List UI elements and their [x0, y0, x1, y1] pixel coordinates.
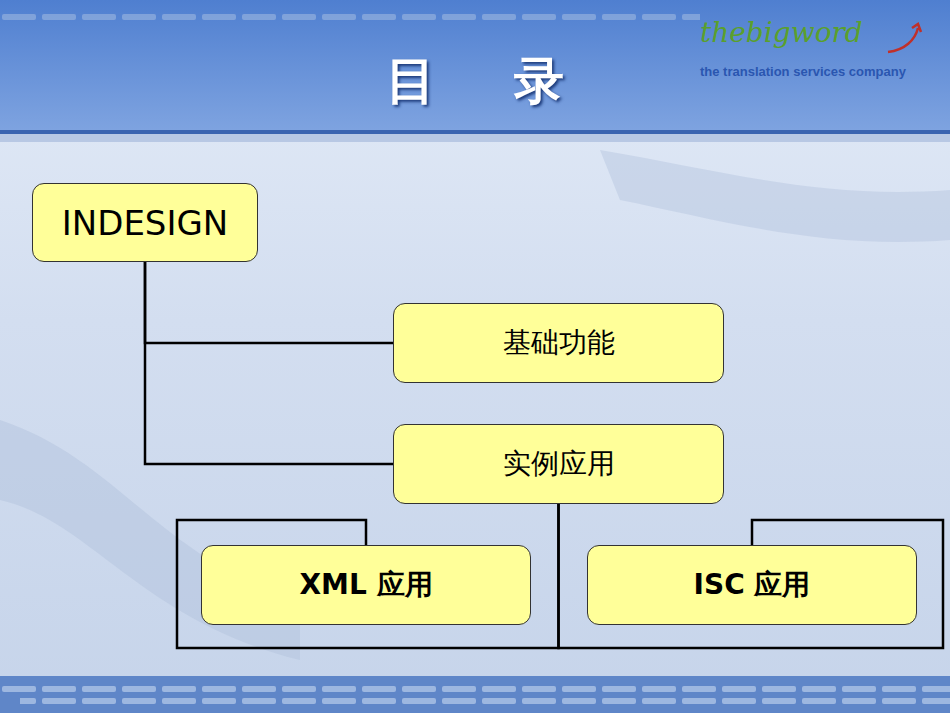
connector-line [145, 262, 393, 343]
connector-line [559, 504, 944, 648]
process-box: 实例应用 [393, 424, 724, 504]
process-box: 基础功能 [393, 303, 724, 383]
footer-dash [0, 682, 950, 694]
header-shade [0, 134, 950, 142]
connector-line [145, 262, 393, 464]
box-label: ISC 应用 [694, 566, 811, 604]
logo-wordmark: thebigword [700, 16, 863, 49]
box-label: 实例应用 [503, 445, 615, 483]
box-label: XML 应用 [299, 566, 432, 604]
slide-title: 目 录 [0, 48, 950, 115]
wall-texture [600, 150, 950, 242]
header-dash [0, 14, 700, 26]
process-box: XML 应用 [201, 545, 531, 625]
footer-dash [20, 698, 950, 710]
header-band [0, 0, 950, 130]
footer-band [0, 676, 950, 713]
process-box: ISC 应用 [587, 545, 917, 625]
process-box: INDESIGN [32, 183, 258, 262]
logo-tagline: the translation services company [700, 64, 906, 79]
logo-swoosh [888, 24, 921, 52]
connector-line [177, 504, 559, 648]
box-label: 基础功能 [503, 324, 615, 362]
box-label: INDESIGN [62, 203, 229, 243]
header-rule [0, 130, 950, 134]
